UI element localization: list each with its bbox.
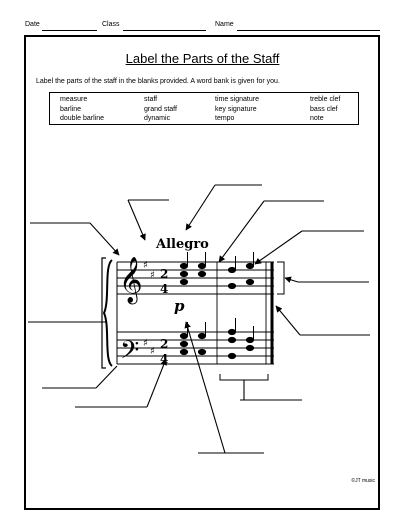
pointer-arrows — [85, 184, 303, 454]
word-bank-item: staff — [144, 96, 158, 103]
svg-text:♯: ♯ — [143, 260, 148, 271]
word-bank-item: key signature — [215, 106, 257, 113]
instructions: Label the parts of the staff in the blan… — [36, 78, 280, 85]
page-title: Label the Parts of the Staff — [125, 51, 280, 66]
word-bank-item: grand staff — [144, 106, 177, 113]
grand-staff-bracket — [101, 257, 106, 369]
date-line[interactable] — [42, 30, 97, 31]
word-bank-item: note — [310, 115, 324, 122]
bass-clef-icon: 𝄢 — [120, 336, 139, 371]
class-label: Class — [102, 21, 120, 28]
word-bank: measure staff time signature treble clef… — [49, 92, 359, 125]
treble-notes — [179, 252, 255, 290]
staff-bracket — [277, 261, 285, 295]
word-bank-item: barline — [60, 106, 82, 113]
time-signature-top: 2 — [160, 337, 168, 351]
word-bank-item: treble clef — [310, 96, 341, 103]
treble-clef-icon: 𝄞 — [119, 257, 143, 305]
svg-text:♯: ♯ — [150, 270, 155, 281]
header: Date Class Name — [25, 21, 380, 33]
word-bank-item: measure — [60, 96, 88, 103]
word-bank-item: double barline — [60, 115, 104, 122]
word-bank-item: tempo — [215, 115, 235, 122]
tempo-marking: Allegro — [155, 237, 209, 252]
word-bank-item: bass clef — [310, 106, 338, 113]
class-line[interactable] — [123, 30, 206, 31]
word-bank-item: dynamic — [144, 115, 171, 122]
worksheet-frame — [24, 35, 380, 510]
copyright: ©JT music — [351, 478, 375, 484]
answer-blanks[interactable] — [28, 184, 370, 454]
svg-text:♯: ♯ — [150, 346, 155, 357]
measure-bracket — [219, 374, 269, 381]
word-bank-item: time signature — [215, 96, 259, 103]
key-signature-bass: ♯ ♯ — [143, 338, 155, 357]
bass-notes — [179, 318, 255, 360]
name-label: Name — [215, 21, 234, 28]
grand-staff-brace — [102, 259, 113, 367]
svg-text:♯: ♯ — [143, 338, 148, 349]
treble-staff — [117, 261, 274, 295]
dynamic-marking: p — [174, 297, 185, 315]
time-signature-top: 2 — [160, 267, 168, 281]
time-signature-bottom: 4 — [160, 282, 168, 296]
name-line[interactable] — [237, 30, 380, 31]
date-label: Date — [25, 21, 40, 28]
key-signature-treble: ♯ ♯ — [143, 260, 155, 281]
